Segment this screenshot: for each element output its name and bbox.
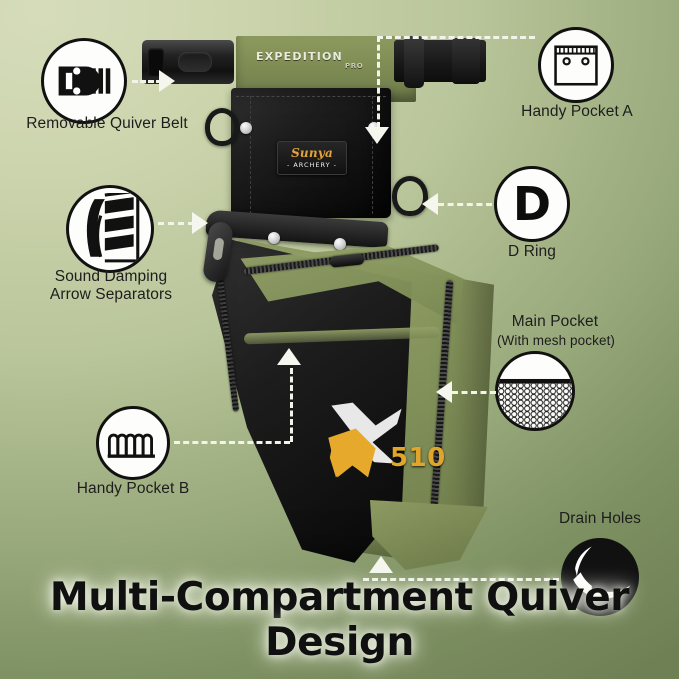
buckle-icon bbox=[58, 66, 111, 96]
pouch-stitch-right bbox=[372, 96, 373, 214]
connector-handy-pocket-a-vertical bbox=[377, 36, 380, 128]
brand-patch-subtitle: - ARCHERY - bbox=[286, 161, 338, 169]
handy-pocket-b-icon bbox=[96, 406, 170, 480]
belt-strap-right-end bbox=[452, 38, 480, 84]
arrowhead-handy-pocket-a bbox=[365, 127, 389, 144]
arrowhead-handy-pocket-b bbox=[277, 348, 301, 365]
arrowhead-main-pocket bbox=[436, 381, 452, 403]
connector-main-pocket bbox=[452, 391, 496, 394]
buckle-notch-left bbox=[148, 48, 164, 76]
pocket-dividers-icon bbox=[107, 433, 155, 458]
d-ring-label: D Ring bbox=[508, 243, 556, 260]
d-ring-left bbox=[205, 108, 239, 146]
buckle-notch-center bbox=[178, 52, 212, 72]
removable-quiver-belt-icon bbox=[41, 38, 127, 124]
model-x-logo bbox=[328, 402, 402, 478]
handy-pocket-b-label: Handy Pocket B bbox=[76, 480, 190, 497]
handy-pocket-a-label: Handy Pocket A bbox=[521, 103, 633, 120]
page-title: Multi-Compartment Quiver Design bbox=[49, 575, 630, 665]
drain-holes-label: Drain Holes bbox=[558, 510, 642, 527]
zip-pocket-icon bbox=[554, 44, 598, 86]
sound-damping-label-line2: Arrow Separators bbox=[49, 286, 173, 304]
sound-damping-label-line1: Sound Damping bbox=[54, 268, 168, 285]
pouch-stitch-left bbox=[250, 96, 251, 214]
arrowhead-d-ring bbox=[422, 193, 438, 215]
arrowhead-belt bbox=[159, 70, 175, 92]
connector-handy-pocket-b-vertical bbox=[290, 368, 293, 442]
main-pocket-sublabel: (With mesh pocket) bbox=[496, 333, 616, 348]
pouch-stitch-top bbox=[236, 96, 386, 97]
arrow-separators-icon bbox=[86, 193, 140, 263]
letter-d-icon: D bbox=[512, 177, 552, 231]
brand-patch: Sunya - ARCHERY - bbox=[277, 141, 347, 175]
binding-rivet-left bbox=[268, 232, 280, 244]
model-number: 510 bbox=[390, 443, 446, 473]
belt-brand-text: EXPEDITION bbox=[256, 50, 343, 63]
binding-rivet-right bbox=[334, 238, 346, 250]
main-pocket-icon bbox=[495, 351, 575, 431]
connector-sound-damping bbox=[158, 222, 194, 225]
drain-holes-icon bbox=[564, 541, 636, 613]
belt-brand-sub: PRO bbox=[345, 62, 364, 70]
pouch-rivet-left bbox=[240, 122, 252, 134]
belt-strap-right-keeper bbox=[404, 36, 424, 88]
arrowhead-drain-holes bbox=[369, 556, 393, 573]
connector-handy-pocket-a bbox=[377, 36, 535, 39]
connector-drain-holes bbox=[363, 578, 559, 581]
connector-d-ring bbox=[438, 203, 492, 206]
removable-quiver-belt-label: Removable Quiver Belt bbox=[26, 115, 188, 132]
handy-pocket-a-icon bbox=[538, 27, 614, 103]
drain-holes-icon-circle bbox=[561, 538, 639, 616]
main-pocket-label: Main Pocket bbox=[511, 313, 599, 330]
arrowhead-sound-damping bbox=[192, 212, 208, 234]
d-ring-icon-circle: D bbox=[494, 166, 570, 242]
sound-damping-label: Sound Damping Arrow Separators bbox=[30, 268, 192, 305]
connector-handy-pocket-b bbox=[174, 441, 290, 444]
brand-patch-script: Sunya bbox=[291, 146, 333, 160]
mesh-pocket-icon bbox=[498, 378, 572, 428]
connector-belt bbox=[132, 80, 162, 83]
sound-damping-icon bbox=[66, 185, 154, 273]
